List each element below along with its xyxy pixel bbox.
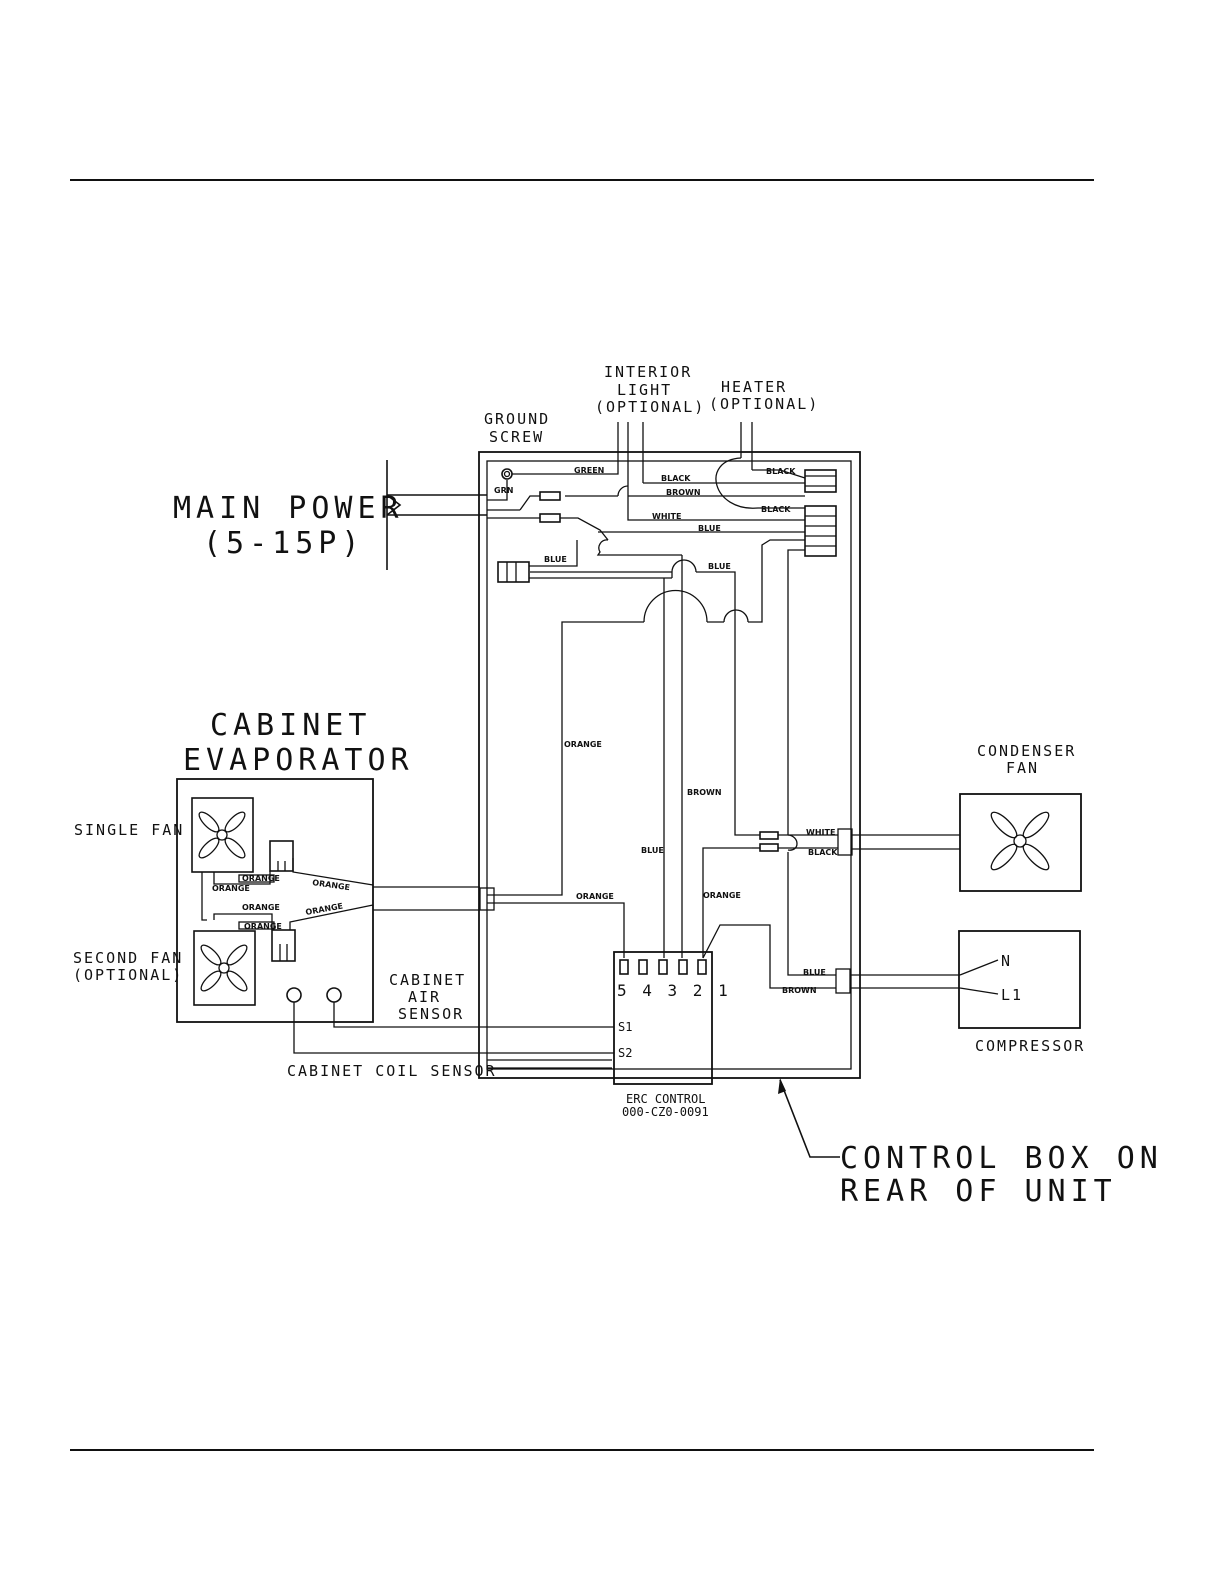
wire-label-white-2: WHITE [806, 828, 835, 837]
condenser-fan-label: CONDENSER [977, 742, 1076, 760]
ground-screw-label-2: SCREW [489, 428, 544, 446]
heater-label-2: (OPTIONAL) [709, 395, 819, 413]
internal-wiring [487, 422, 838, 1069]
control-box-label-2: REAR OF UNIT [840, 1174, 1117, 1209]
interior-light-label-2: LIGHT [617, 381, 672, 399]
wire-label-orange-2: ORANGE [576, 892, 614, 901]
wire-label-orange-3: ORANGE [703, 891, 741, 900]
wire-label-blue-2: BLUE [544, 555, 567, 564]
main-power-label: MAIN POWER [173, 491, 404, 526]
wire-label-grn: GRN [494, 486, 513, 495]
single-fan-label: SINGLE FAN [74, 821, 184, 839]
heater-label: HEATER [721, 378, 787, 396]
wire-label-black-4: BLACK [808, 848, 838, 857]
condenser-fan-box [959, 793, 1082, 892]
second-fan-label-2: (OPTIONAL) [73, 966, 183, 984]
condenser-wiring [835, 828, 960, 994]
second-fan-label: SECOND FAN [73, 949, 183, 967]
wire-label-orange-7: ORANGE [242, 903, 280, 912]
cabinet-air-sensor-label-2: AIR [408, 988, 441, 1006]
wire-label-brown-1: BROWN [666, 488, 701, 497]
interior-light-label: INTERIOR [604, 363, 692, 381]
ground-screw-icon [501, 468, 513, 480]
cabinet-evaporator-label-2: EVAPORATOR [183, 743, 414, 778]
s1-label: S1 [618, 1020, 632, 1034]
interior-light-label-3: (OPTIONAL) [595, 398, 705, 416]
main-power-sub-label: (5-15P) [203, 526, 364, 561]
control-box-arrow [778, 1078, 840, 1158]
wire-label-blue-3: BLUE [708, 562, 731, 571]
cabinet-evaporator-label: CABINET [210, 708, 371, 743]
erc-control-part-label: 000-CZ0-0091 [622, 1105, 709, 1119]
cabinet-air-sensor-label-3: SENSOR [398, 1005, 464, 1023]
compressor-leads [959, 959, 999, 995]
condenser-fan-label-2: FAN [1006, 759, 1039, 777]
evaporator-wiring [201, 840, 495, 962]
erc-control [613, 951, 713, 1085]
wire-label-orange-5: ORANGE [212, 884, 250, 893]
control-box-outer [478, 451, 861, 1079]
wire-label-black-3: BLACK [761, 505, 791, 514]
condenser-fan-icon [990, 811, 1050, 871]
terminal-numbers: 5 4 3 2 1 [617, 981, 731, 1000]
single-fan-icon [191, 797, 254, 873]
sensors [286, 987, 614, 1054]
wire-label-orange-9: ORANGE [244, 922, 282, 931]
wire-label-white-1: WHITE [652, 512, 681, 521]
s2-label: S2 [618, 1046, 632, 1060]
wire-label-brown-2: BROWN [687, 788, 722, 797]
erc-terminals [619, 959, 707, 975]
wire-label-blue-4: BLUE [641, 846, 664, 855]
cabinet-air-sensor-label: CABINET [389, 971, 466, 989]
compressor-n-label: N [1001, 952, 1012, 970]
compressor-l1-label: L1 [1001, 986, 1023, 1004]
main-power-cord [386, 460, 487, 570]
wire-label-orange-4: ORANGE [242, 874, 280, 883]
wire-label-blue-1: BLUE [698, 524, 721, 533]
cabinet-evaporator-box [176, 778, 374, 1023]
compressor-label: COMPRESSOR [975, 1037, 1085, 1055]
wire-label-black-1: BLACK [661, 474, 691, 483]
second-fan-icon [193, 930, 256, 1006]
compressor-box [958, 930, 1081, 1029]
wire-label-orange-1: ORANGE [564, 740, 602, 749]
wire-label-brown-3: BROWN [782, 986, 817, 995]
control-box-label: CONTROL BOX ON [840, 1141, 1163, 1176]
wire-label-blue-5: BLUE [803, 968, 826, 977]
cabinet-coil-sensor-label: CABINET COIL SENSOR [287, 1062, 497, 1080]
ground-screw-label: GROUND [484, 410, 550, 428]
wire-label-black-2: BLACK [766, 467, 796, 476]
control-box-inner [486, 460, 852, 1070]
erc-control-label: ERC CONTROL [626, 1092, 705, 1106]
wire-label-green: GREEN [574, 466, 604, 475]
